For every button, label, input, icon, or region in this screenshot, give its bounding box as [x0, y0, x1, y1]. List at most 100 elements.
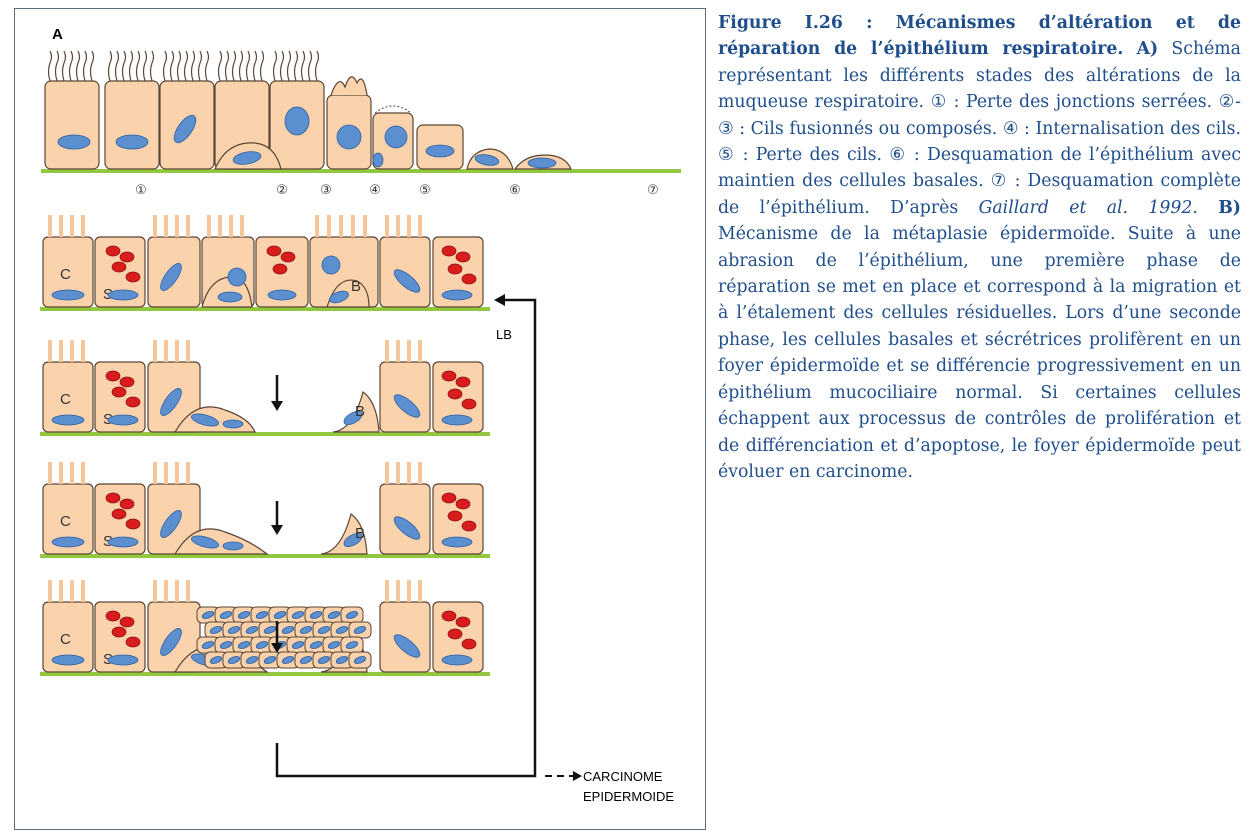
cilium [186, 580, 190, 602]
nucleus [335, 656, 349, 664]
nucleus [107, 536, 139, 548]
epithelium-row: CSB [40, 580, 490, 676]
stage-label: ⑤ [419, 183, 431, 198]
nucleus [245, 656, 259, 664]
down-arrow-1-head [271, 401, 283, 411]
cilium [286, 50, 292, 82]
epithelium-row: CSB [40, 215, 490, 311]
stage-label: ④ [369, 183, 381, 198]
cell-label-ciliated: C [60, 631, 71, 648]
nucleus [343, 532, 363, 548]
cilium [48, 462, 52, 484]
nucleus [441, 654, 473, 666]
stage-label: ③ [320, 183, 332, 198]
figure-caption: Figure I.26 : Mécanismes d’altération et… [718, 10, 1241, 485]
panel-a-epithelium [41, 50, 681, 173]
nucleus [335, 626, 349, 634]
lb-label: LB [496, 327, 512, 342]
nucleus [393, 394, 421, 418]
cilium [164, 340, 168, 362]
nucleus [255, 641, 269, 649]
nucleus [263, 626, 277, 634]
cilium [114, 50, 120, 82]
cilium [81, 580, 85, 602]
nucleus [527, 157, 557, 169]
cilium [68, 50, 74, 82]
cell-label-basal: B [351, 278, 361, 295]
secretory-granule [461, 398, 477, 410]
cilium [240, 215, 244, 237]
cilium [190, 50, 196, 82]
cilium [279, 50, 285, 82]
nucleus [107, 654, 139, 666]
cilium [153, 580, 157, 602]
cilium [128, 50, 134, 82]
cilium [272, 50, 278, 82]
caption-a-marker: A) [1136, 39, 1159, 60]
nucleus [393, 516, 421, 540]
cilium [176, 50, 182, 82]
cilium [48, 580, 52, 602]
cilium [59, 340, 63, 362]
cilium [407, 340, 411, 362]
caption-b-text: Mécanisme de la métaplasie épidermoïde. … [718, 224, 1241, 482]
cilium [169, 50, 175, 82]
nucleus [160, 388, 182, 416]
cilium [314, 50, 320, 82]
nucleus [345, 611, 359, 619]
cilium [293, 50, 299, 82]
cilium [245, 50, 251, 82]
feedback-loop-head [494, 294, 505, 306]
secretory-granule [111, 261, 127, 273]
epithelium-row: CSB [40, 340, 490, 436]
secretory-granule [105, 370, 121, 382]
secretory-granule [111, 508, 127, 520]
cilium [81, 215, 85, 237]
secretory-granule [105, 610, 121, 622]
migrating-cell [173, 528, 269, 555]
cilium [175, 462, 179, 484]
nucleus [309, 641, 323, 649]
cilium [164, 215, 168, 237]
caption-b-marker: B) [1218, 197, 1241, 218]
internalised-cilia [374, 105, 412, 114]
secretory-granule [125, 518, 141, 530]
nucleus [321, 255, 341, 275]
cilium [75, 50, 81, 82]
cilium [81, 340, 85, 362]
nucleus [227, 626, 241, 634]
nucleus [160, 510, 182, 538]
epithelial-cell [42, 483, 94, 555]
epithelium-row: CSB [40, 462, 490, 558]
nucleus [160, 263, 182, 291]
cilium [89, 50, 95, 82]
secretory-granule [441, 370, 457, 382]
cilium [59, 215, 63, 237]
nucleus [353, 656, 367, 664]
basement-membrane [41, 169, 681, 173]
carcinome-label-2: EPIDERMOIDE [583, 789, 674, 804]
basement-membrane [40, 554, 490, 558]
nucleus [291, 641, 305, 649]
secretory-granule [455, 498, 471, 510]
nucleus [107, 289, 139, 301]
nucleus [57, 134, 91, 150]
cilium [142, 50, 148, 82]
cilium [164, 580, 168, 602]
secretory-granule [119, 251, 135, 263]
cilium [229, 215, 233, 237]
cilium [407, 580, 411, 602]
nucleus [299, 626, 313, 634]
carcinome-label-1: CARCINOME [583, 769, 663, 784]
secretory-granule [272, 263, 288, 275]
secretory-granule [447, 263, 463, 275]
cilium [70, 340, 74, 362]
cilium [363, 215, 367, 237]
nucleus [191, 535, 219, 549]
carcinome-arrow-head [573, 771, 582, 781]
basement-membrane [40, 672, 490, 676]
fused-cilia [330, 76, 368, 96]
epithelial-cell [42, 361, 94, 433]
